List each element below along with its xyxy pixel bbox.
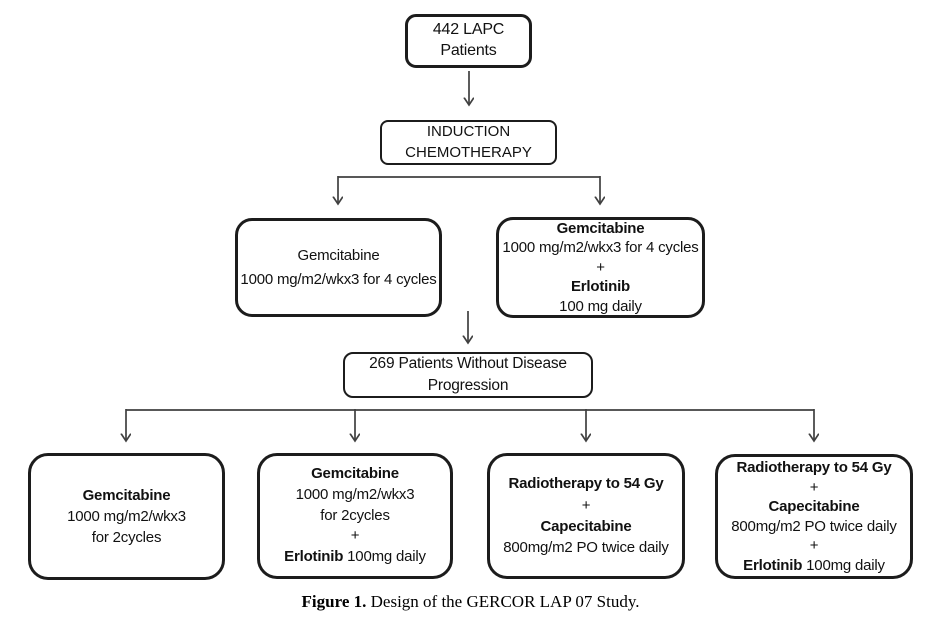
drug-dose: 1000 mg/m2/wkx3 <box>67 507 186 525</box>
node-line: INDUCTION <box>426 123 511 141</box>
node-line: 442 LAPC <box>432 21 505 39</box>
drug-line: Erlotinib 100mg daily <box>260 547 450 568</box>
node-gemcitabine-erlotinib-induction: Gemcitabine 1000 mg/m2/wkx3 for 4 cycles… <box>496 217 705 318</box>
node-gemcitabine-induction: Gemcitabine 1000 mg/m2/wkx3 for 4 cycles <box>235 218 442 317</box>
plus-sign: + <box>809 478 819 496</box>
drug-dose: 1000 mg/m2/wkx3 for 4 cycles <box>240 270 437 288</box>
node-269-patients-no-progression: 269 Patients Without Disease Progression <box>343 352 593 398</box>
drug-name: Erlotinib <box>743 556 803 574</box>
drug-dose: for 2cycles <box>91 529 162 547</box>
node-gemcitabine-erlotinib-maintenance: Gemcitabine 1000 mg/m2/wkx3 for 2cycles … <box>257 453 453 579</box>
drug-dose: 1000 mg/m2/wkx3 for 4 cycles <box>502 239 699 257</box>
drug-dose: for 2cycles <box>320 506 390 524</box>
drug-name: Erlotinib <box>570 278 631 296</box>
node-line: Progression <box>427 377 509 394</box>
drug-dose: 100 mg daily <box>559 297 642 315</box>
plus-sign: + <box>350 527 360 545</box>
drug-name: Capecitabine <box>540 518 632 535</box>
treatment-name: Radiotherapy to 54 Gy <box>736 459 892 476</box>
figure-caption-text: Design of the GERCOR LAP 07 Study. <box>366 592 640 611</box>
drug-dose: 1000 mg/m2/wkx3 <box>295 485 415 503</box>
figure-caption-label: Figure 1. <box>301 592 367 611</box>
node-line: CHEMOTHERAPY <box>405 143 532 161</box>
node-line: Patients <box>440 42 497 59</box>
plus-sign: + <box>596 258 605 276</box>
drug-name: Capecitabine <box>768 498 860 515</box>
drug-name: Gemcitabine <box>311 465 399 483</box>
drug-line: Erlotinib 100mg daily <box>718 556 910 576</box>
figure-caption: Figure 1. Design of the GERCOR LAP 07 St… <box>0 592 941 612</box>
drug-dose: 100mg daily <box>802 556 885 574</box>
node-radiotherapy-capecitabine: Radiotherapy to 54 Gy + Capecitabine 800… <box>487 453 685 579</box>
node-induction-chemotherapy: INDUCTION CHEMOTHERAPY <box>380 120 557 165</box>
node-442-lapc-patients: 442 LAPC Patients <box>405 14 532 68</box>
node-line: 269 Patients Without Disease <box>369 355 567 373</box>
node-radiotherapy-capecitabine-erlotinib: Radiotherapy to 54 Gy + Capecitabine 800… <box>715 454 913 579</box>
drug-name: Erlotinib <box>284 548 344 566</box>
plus-sign: + <box>809 537 819 554</box>
drug-dose: 800mg/m2 PO twice daily <box>731 517 897 535</box>
plus-sign: + <box>581 496 591 514</box>
drug-name: Gemcitabine <box>82 486 171 504</box>
drug-dose: 800mg/m2 PO twice daily <box>503 539 669 557</box>
node-gemcitabine-maintenance: Gemcitabine 1000 mg/m2/wkx3 for 2cycles <box>28 453 225 580</box>
drug-dose: 100mg daily <box>343 548 426 566</box>
treatment-name: Radiotherapy to 54 Gy <box>508 475 664 493</box>
drug-name: Gemcitabine <box>556 219 645 237</box>
drug-name: Gemcitabine <box>297 247 380 265</box>
